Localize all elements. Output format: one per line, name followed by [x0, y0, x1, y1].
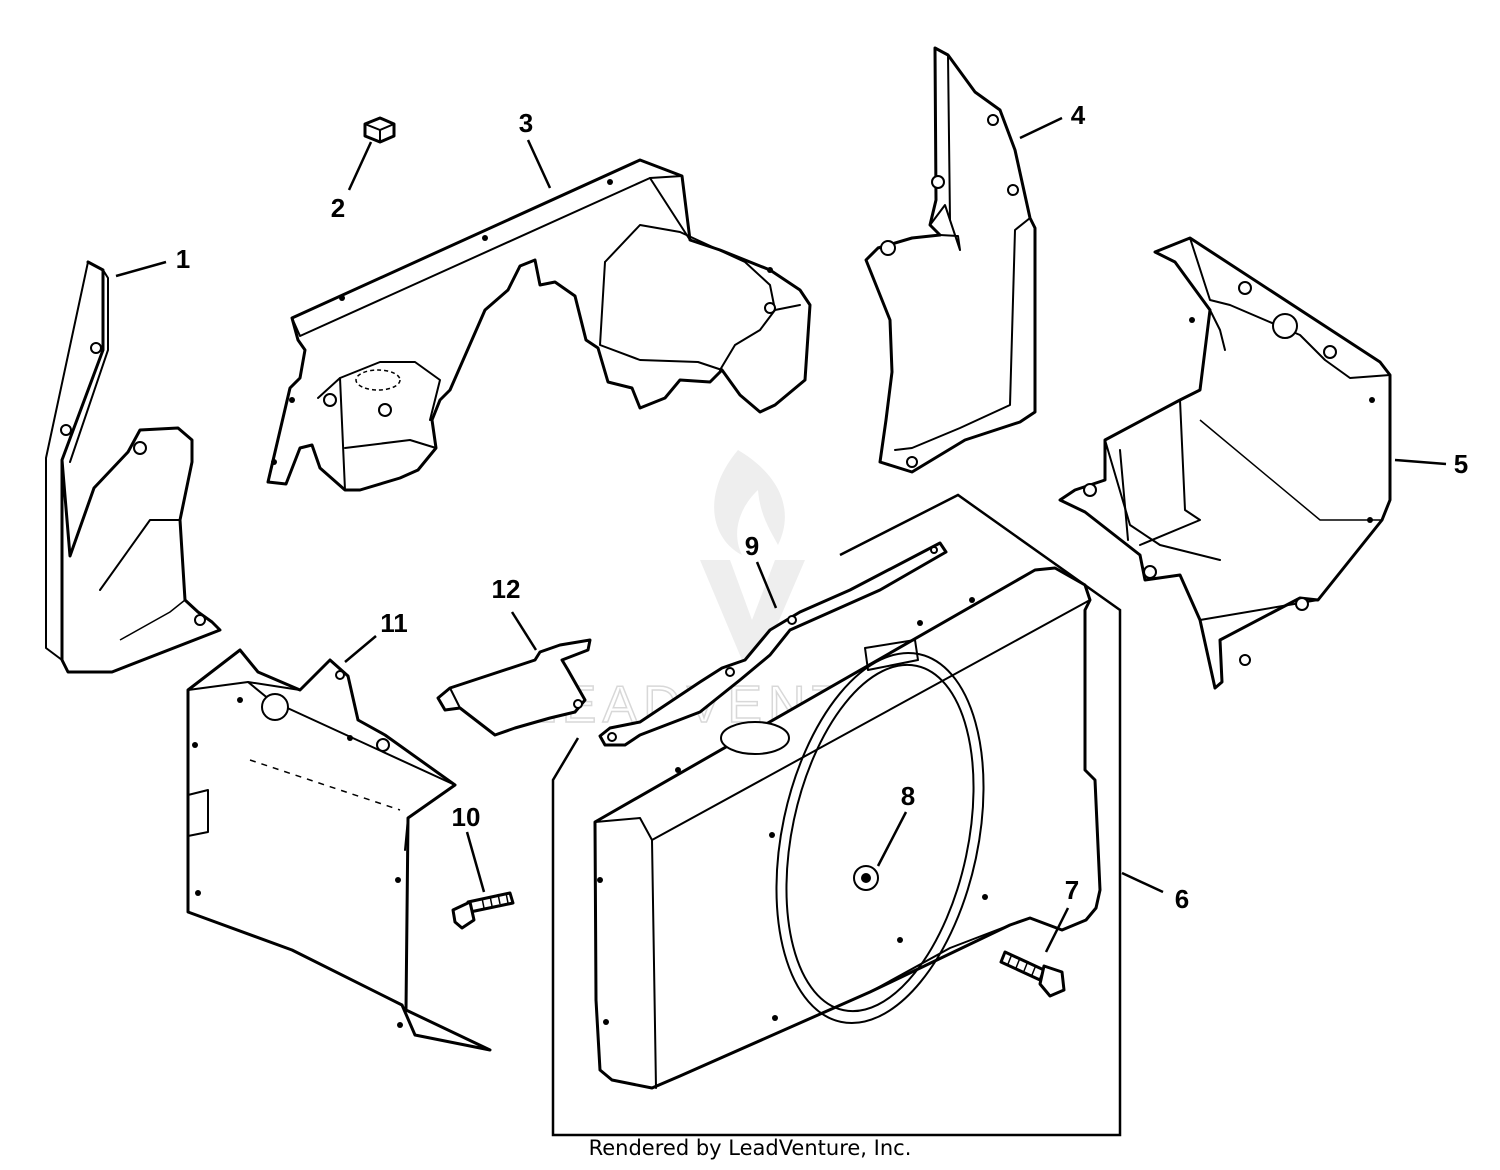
part-6-blower-housing — [593, 566, 1102, 1090]
callout-2: 2 — [331, 193, 345, 223]
callout-10: 10 — [452, 802, 481, 832]
footer-credit: Rendered by LeadVenture, Inc. — [588, 1136, 912, 1160]
leader-12 — [510, 611, 538, 651]
callout-12: 12 — [492, 574, 521, 604]
callout-4: 4 — [1071, 100, 1086, 130]
leader-11 — [344, 635, 377, 663]
leader-10 — [465, 831, 486, 893]
part-12-small-plate — [436, 638, 592, 737]
callout-9: 9 — [745, 531, 759, 561]
part-7-bolt — [999, 950, 1066, 998]
callout-6: 6 — [1175, 884, 1189, 914]
leader-2 — [347, 141, 373, 191]
part-9-strap — [598, 541, 948, 747]
callout-11: 11 — [380, 608, 408, 638]
callout-8: 8 — [901, 781, 915, 811]
callout-7: 7 — [1065, 875, 1079, 905]
leader-3 — [526, 139, 552, 189]
callout-5: 5 — [1454, 449, 1468, 479]
leader-6 — [1121, 871, 1164, 894]
part-4-right-side-shield — [864, 46, 1037, 474]
part-6-assembly-bracket — [551, 493, 1122, 1137]
part-5-right-lower-shroud — [1058, 236, 1392, 690]
callout-numbers: 1 2 3 4 5 6 7 8 9 10 11 12 — [176, 100, 1468, 914]
leader-1 — [115, 260, 167, 278]
callout-3: 3 — [519, 108, 533, 138]
part-10-bolt — [451, 891, 515, 930]
leader-7 — [1044, 907, 1070, 953]
leader-lines — [115, 116, 1447, 953]
part-3-rear-shroud — [266, 158, 812, 492]
part-2-nut — [363, 116, 396, 144]
leader-5 — [1394, 458, 1447, 466]
callout-1: 1 — [176, 244, 190, 274]
leader-9 — [755, 561, 778, 609]
leader-8 — [876, 811, 908, 867]
leader-4 — [1019, 116, 1063, 140]
part-1-left-side-shield — [45, 260, 222, 674]
part-11-left-lower-shroud — [186, 648, 492, 1052]
